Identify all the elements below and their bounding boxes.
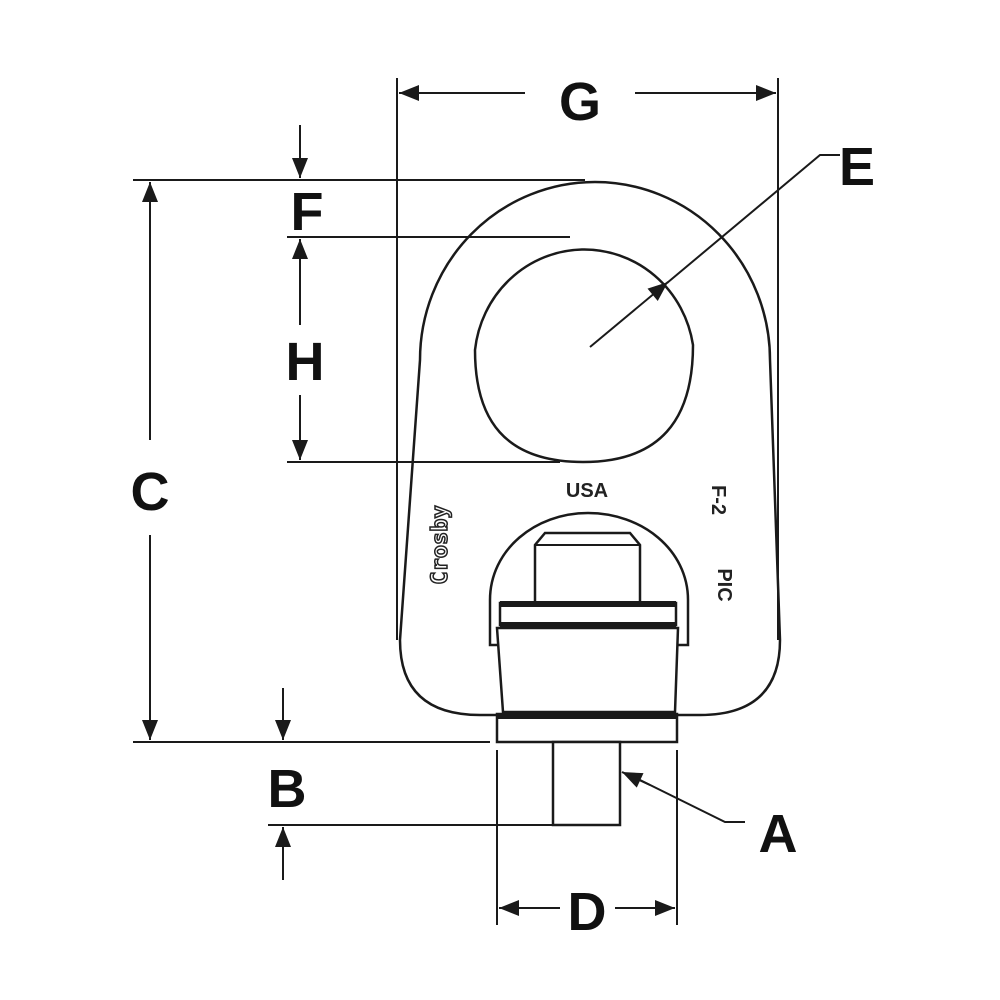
dim-label-d: D bbox=[568, 882, 607, 942]
bolt-shank bbox=[551, 740, 622, 827]
bushing-body bbox=[495, 626, 680, 714]
dim-label-e: E bbox=[839, 137, 875, 197]
dim-label-f: F bbox=[291, 182, 324, 242]
top-stud bbox=[533, 531, 642, 604]
eye-hole bbox=[473, 248, 695, 464]
dim-label-h: H bbox=[286, 332, 325, 392]
origin-marking: USA bbox=[566, 480, 608, 502]
dim-label-c: C bbox=[131, 462, 170, 522]
dim-label-g: G bbox=[559, 72, 601, 132]
code-marking: F-2 bbox=[707, 485, 729, 515]
dim-label-b: B bbox=[268, 759, 307, 819]
dim-label-a: A bbox=[759, 804, 798, 864]
brand-marking: Crosby bbox=[428, 505, 453, 584]
suffix-marking: PIC bbox=[713, 568, 735, 601]
